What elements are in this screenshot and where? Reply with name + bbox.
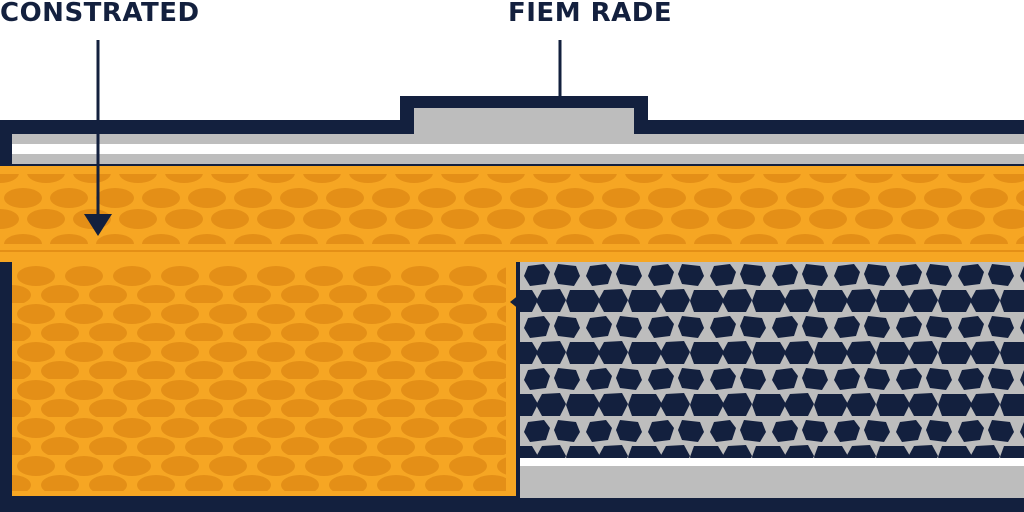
upper-gravel-pattern: [0, 174, 1024, 244]
bottom-white-layer: [520, 458, 1024, 466]
top-white-layer: [12, 144, 1024, 154]
label-fiem-rade: FIEM RADE: [508, 0, 673, 28]
bottom-gray-layer: [520, 466, 1024, 498]
divider-arrow-icon: [510, 294, 520, 310]
top-gray-layer: [12, 134, 1024, 144]
left-arrow-icon: [84, 214, 112, 236]
label-constrated: CONSTRATED: [0, 0, 200, 28]
aggregate-block: [520, 262, 1024, 458]
raised-cap: [414, 108, 634, 138]
top-gray-layer-2: [12, 154, 1024, 164]
layer-divider: [0, 250, 1024, 262]
lower-gravel-pattern: [12, 265, 506, 491]
